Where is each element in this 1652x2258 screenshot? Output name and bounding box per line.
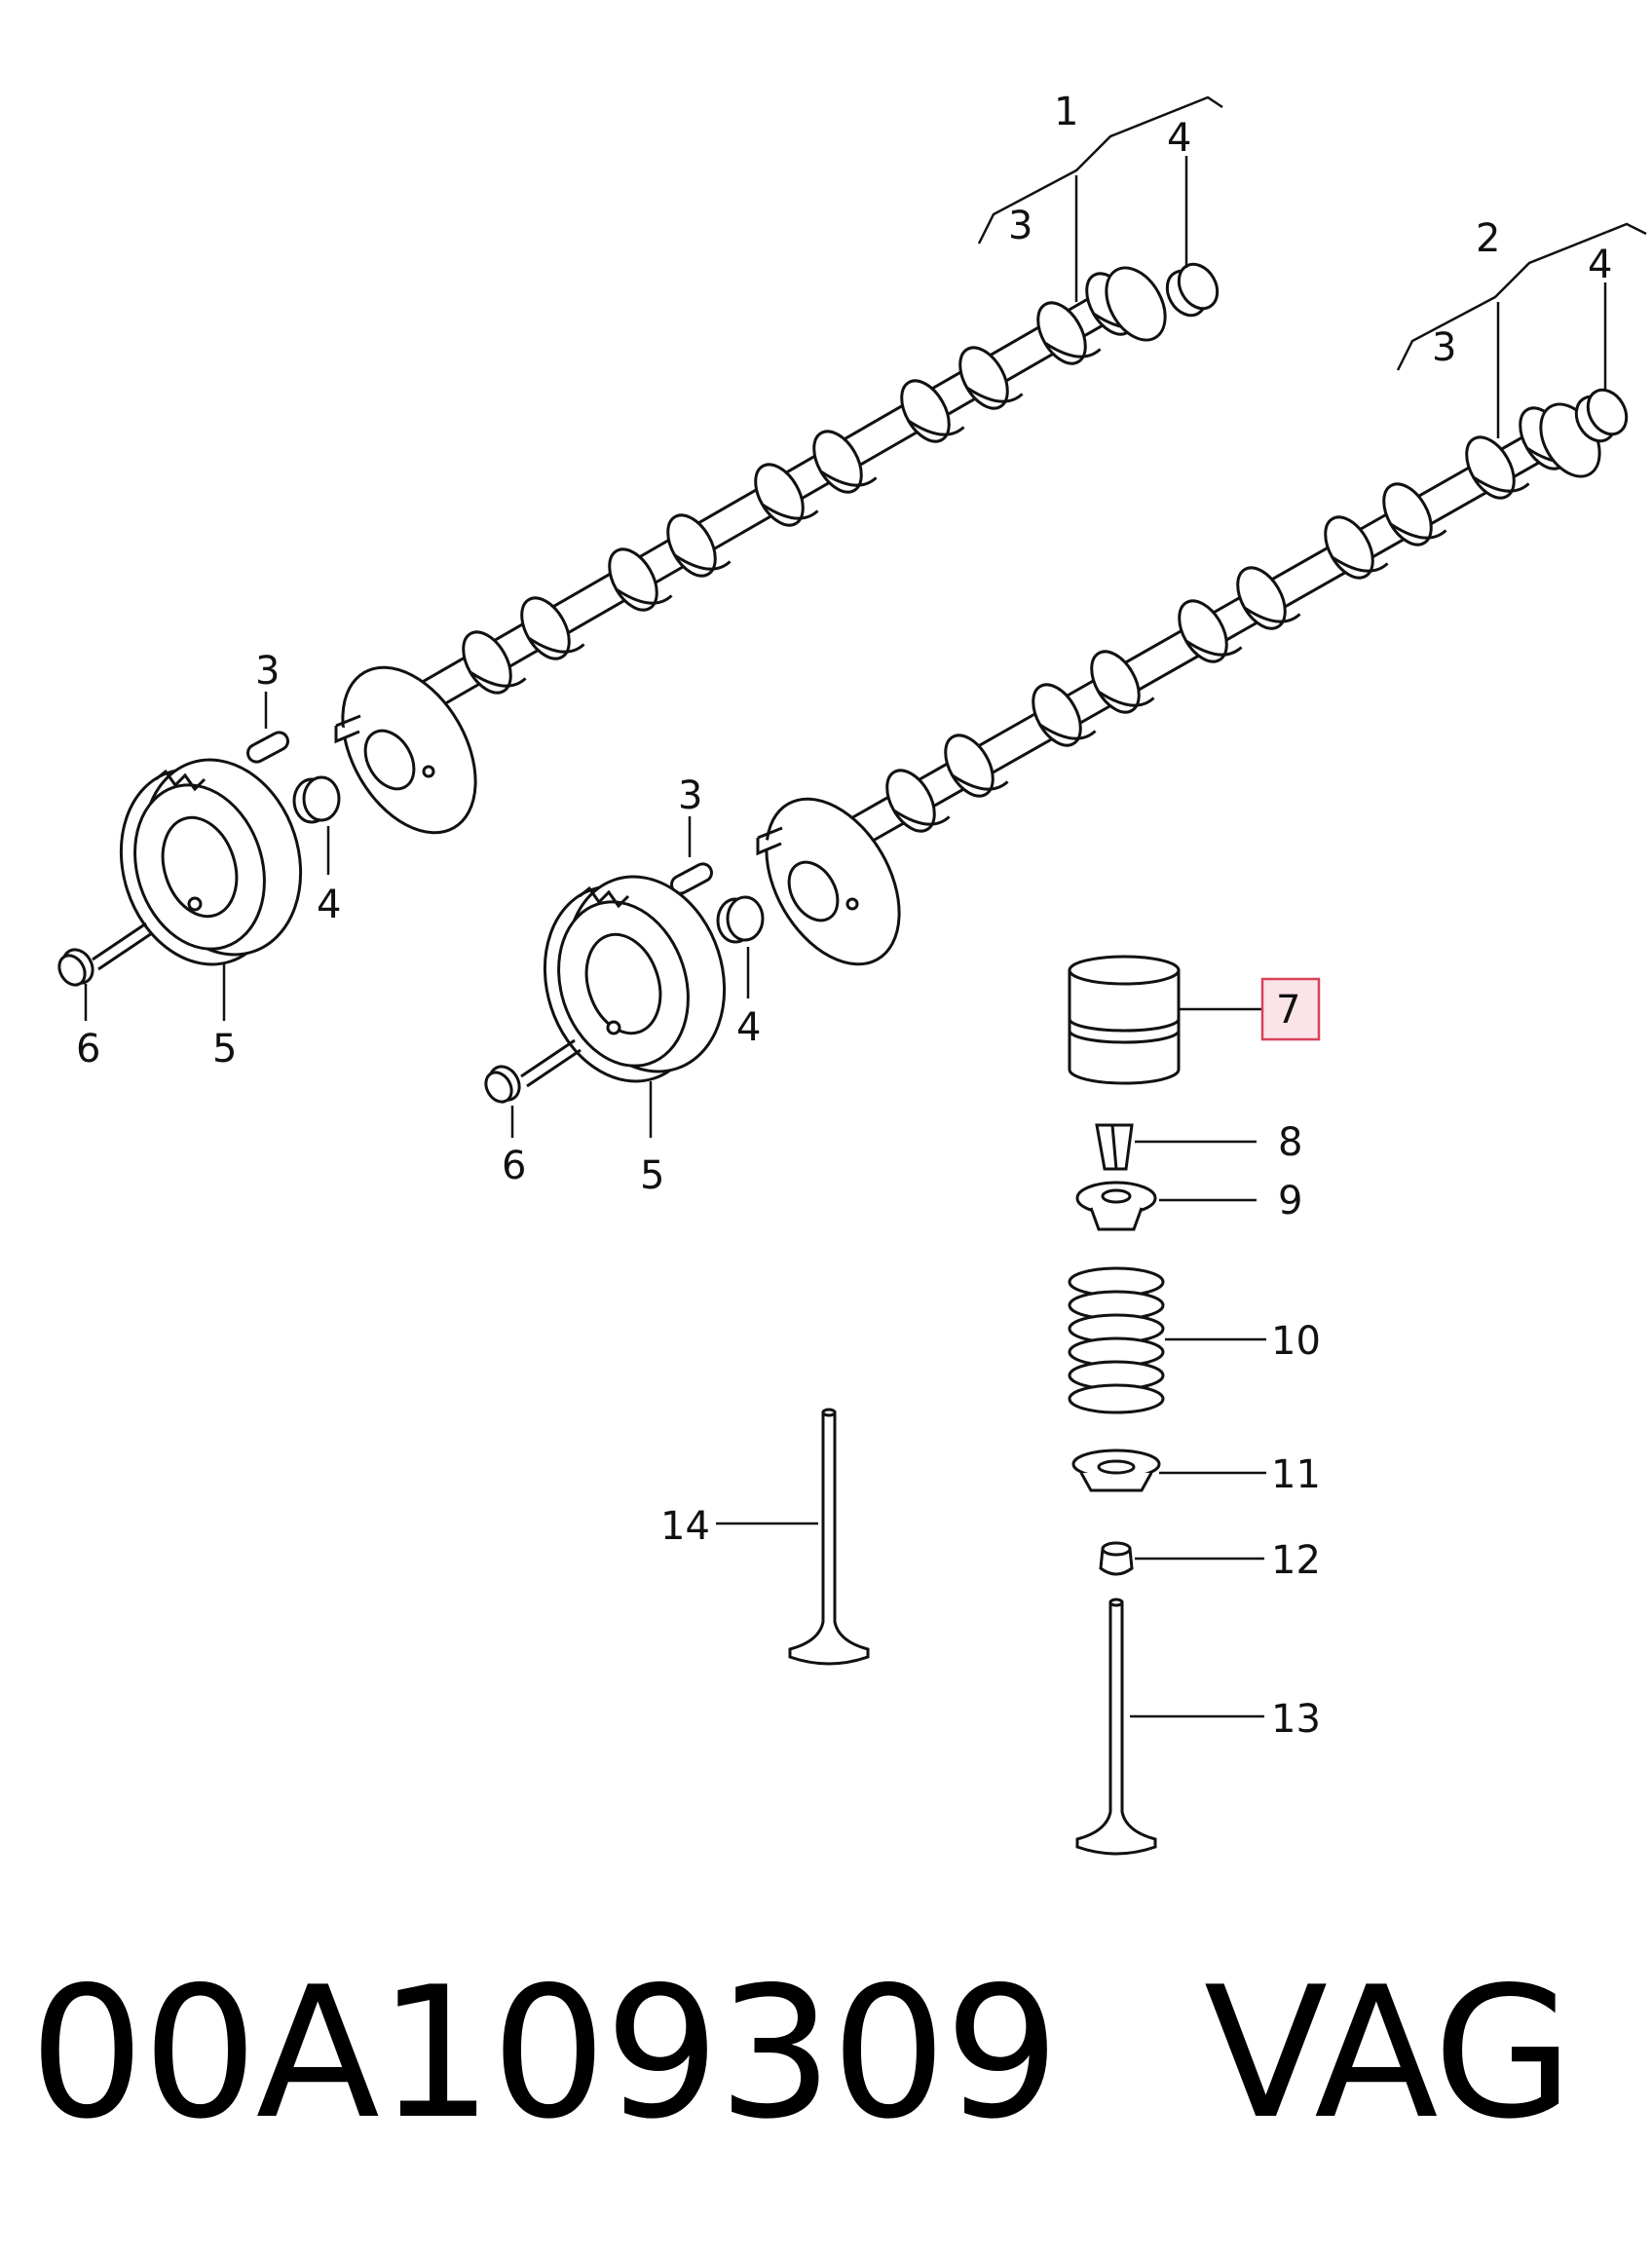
valve-intake	[1075, 1598, 1157, 1856]
valve-stem-seal	[1099, 1541, 1134, 1576]
callout-7: 7	[1276, 988, 1300, 1033]
callout-3: 3	[678, 773, 702, 818]
callout-4: 4	[1588, 243, 1612, 287]
sprocket-lower	[543, 875, 727, 1083]
callout-4: 4	[736, 1005, 761, 1050]
valve-exhaust	[788, 1408, 870, 1666]
spring-seat	[1071, 1449, 1161, 1492]
callout-13: 13	[1271, 1697, 1321, 1742]
pin-and-plug-upper	[246, 731, 341, 824]
callout-6: 6	[76, 1027, 100, 1072]
callout-6: 6	[502, 1144, 526, 1188]
bolt-upper	[57, 922, 153, 987]
camshaft-valve-exploded-diagram: 1 4 3 2 4 3 3 4 6 5 3 4 6 5 7 8 9 10 11 …	[57, 90, 1647, 1856]
sprocket-upper	[119, 758, 303, 966]
highlight-box	[1260, 977, 1321, 1041]
spring-retainer	[1075, 1181, 1157, 1231]
part-number: 00A109309	[29, 1947, 1060, 2159]
callout-3: 3	[1432, 325, 1456, 370]
callout-1: 1	[1054, 90, 1078, 134]
hydraulic-lifter	[1068, 955, 1181, 1085]
callout-3: 3	[1008, 204, 1032, 248]
callout-10: 10	[1271, 1319, 1321, 1364]
callout-4: 4	[1167, 116, 1191, 161]
callout-14: 14	[660, 1504, 710, 1549]
callout-3: 3	[255, 649, 280, 694]
callout-2: 2	[1476, 216, 1500, 261]
valve-collet	[1095, 1123, 1134, 1171]
plug-lower-right	[1574, 388, 1629, 443]
callout-11: 11	[1271, 1452, 1321, 1497]
valve-spring	[1068, 1266, 1165, 1414]
plug-upper-right	[1165, 262, 1220, 318]
callout-9: 9	[1278, 1179, 1302, 1223]
leader-lines	[84, 95, 1647, 1718]
camshaft-upper	[334, 261, 1167, 835]
callout-5: 5	[212, 1027, 237, 1072]
pin-and-plug-lower	[670, 862, 765, 944]
callout-8: 8	[1278, 1120, 1302, 1165]
callout-4: 4	[317, 883, 341, 927]
brand-name: VAG	[1203, 1947, 1573, 2159]
camshaft-lower	[756, 395, 1601, 966]
bolt-lower	[484, 1038, 582, 1104]
callout-12: 12	[1271, 1538, 1321, 1583]
callout-labels: 1 4 3 2 4 3 3 4 6 5 3 4 6 5 7 8 9 10 11 …	[76, 90, 1612, 1742]
callout-5: 5	[640, 1153, 664, 1198]
